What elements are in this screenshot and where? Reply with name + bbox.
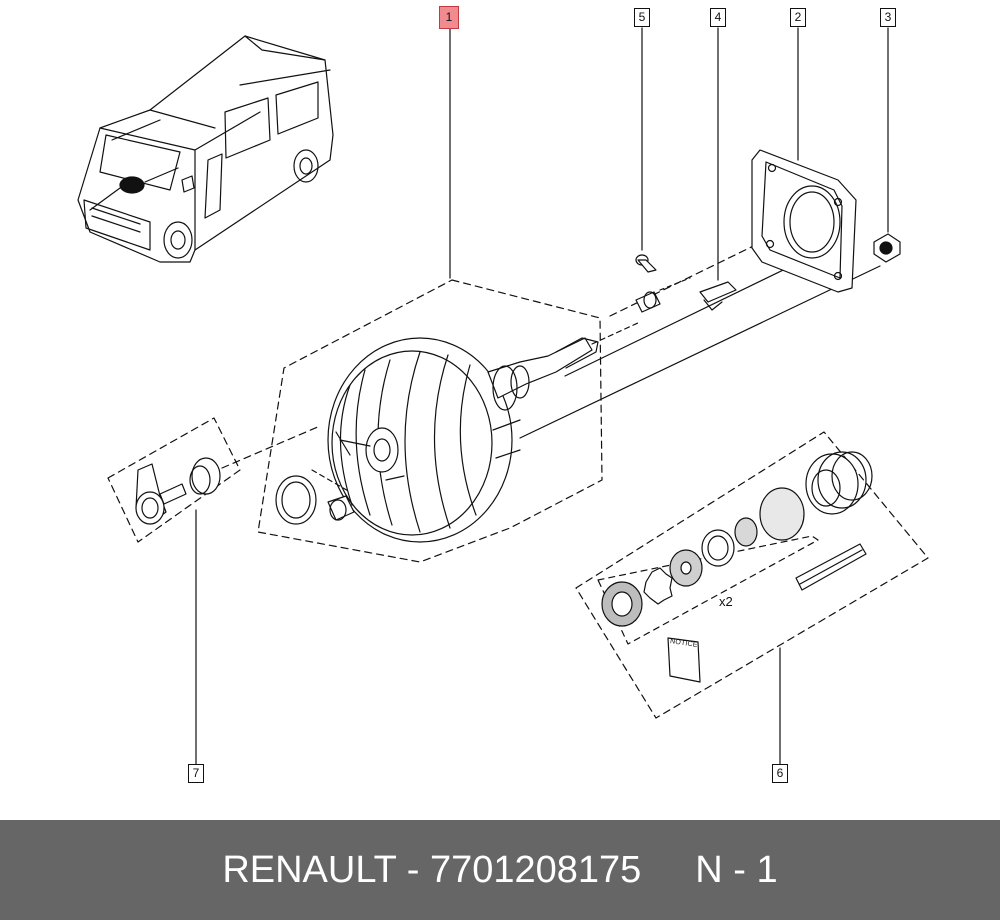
part-number-text: RENAULT - 7701208175 — [222, 848, 642, 891]
brake-booster — [327, 321, 641, 543]
callout-6[interactable]: 6 — [772, 764, 788, 783]
callout-1[interactable]: 1 — [439, 6, 459, 29]
connector-group-outline — [107, 417, 241, 543]
diagram-drawing — [77, 27, 929, 765]
van-illustration — [77, 35, 334, 263]
callout-3[interactable]: 3 — [880, 8, 896, 27]
vacuum-connector — [135, 425, 321, 525]
mounting-gasket — [751, 149, 857, 293]
repair-kit-group-outline — [575, 431, 929, 719]
booster-seal-parts — [275, 469, 355, 525]
repair-kit-parts — [601, 451, 873, 683]
callout-5[interactable]: 5 — [634, 8, 650, 27]
callout-7[interactable]: 7 — [188, 764, 204, 783]
booster-group-outline — [257, 279, 603, 563]
quantity-label: x2 — [719, 594, 733, 609]
retaining-clip — [699, 281, 737, 311]
callout-4[interactable]: 4 — [710, 8, 726, 27]
callout-2[interactable]: 2 — [790, 8, 806, 27]
footer-bar: RENAULT - 7701208175 N - 1 — [0, 820, 1000, 920]
clevis-pin — [635, 254, 691, 313]
quantity-text: N - 1 — [695, 848, 778, 891]
flange-nut — [873, 233, 901, 263]
exploded-parts-diagram: 1 5 4 2 3 7 6 x2 NOTICE — [77, 6, 929, 783]
